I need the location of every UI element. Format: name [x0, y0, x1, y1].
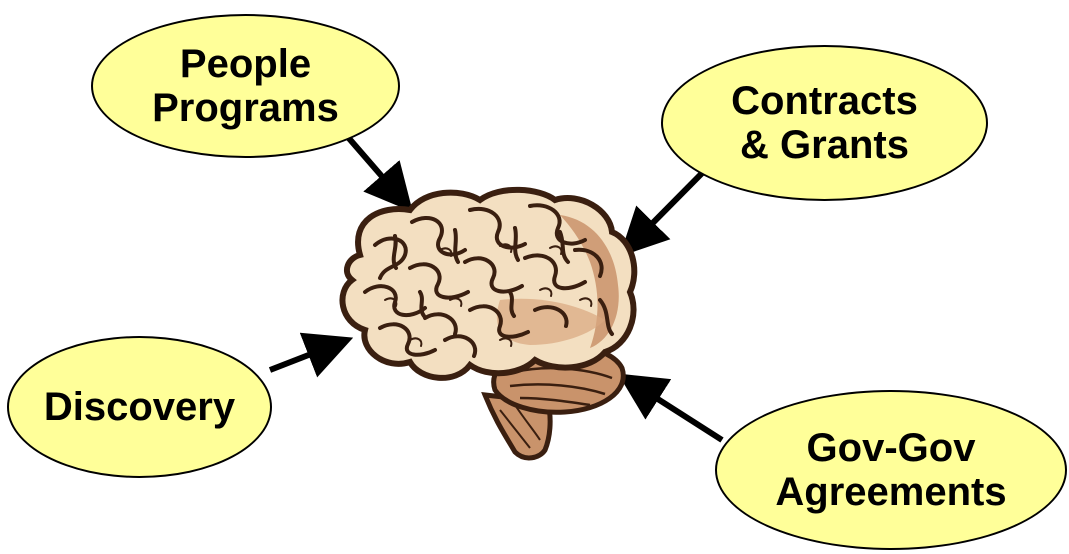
contracts-grants-line2: & Grants — [740, 123, 909, 167]
people-programs-bubble: People Programs — [91, 14, 400, 158]
brain-cerebrum — [339, 186, 638, 381]
arrow-people-to-brain — [337, 126, 413, 213]
people-programs-line1: People — [179, 42, 312, 86]
gov-gov-line1: Gov-Gov — [806, 426, 976, 470]
brain-icon — [339, 186, 638, 461]
discovery-bubble: Discovery — [7, 336, 272, 478]
people-programs-line2: Programs — [152, 86, 339, 130]
gov-gov-agreements-bubble: Gov-Gov Agreements — [715, 390, 1067, 550]
arrow-discovery-to-brain — [268, 332, 354, 378]
contracts-grants-line1: Contracts — [731, 79, 918, 123]
gov-gov-line2: Agreements — [775, 470, 1007, 514]
discovery-line1: Discovery — [43, 385, 236, 429]
arrow-govgov-to-brain — [617, 373, 724, 443]
contracts-grants-bubble: Contracts & Grants — [661, 45, 988, 201]
